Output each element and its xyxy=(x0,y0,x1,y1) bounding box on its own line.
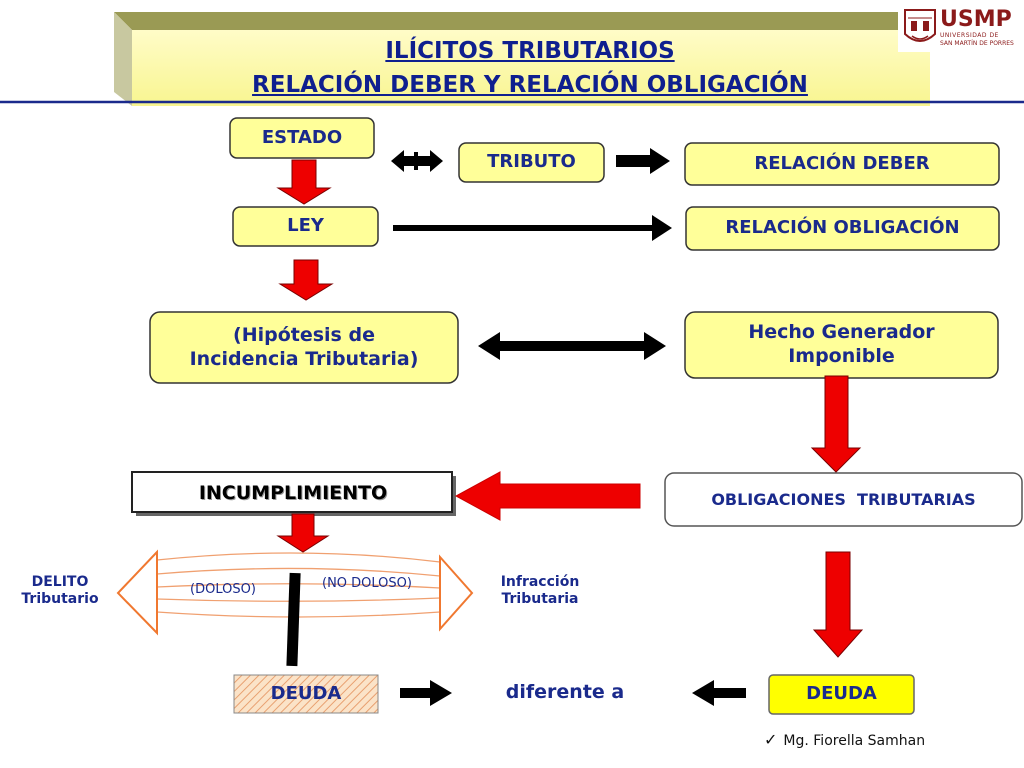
delito-line2: Tributario xyxy=(21,591,99,607)
usmp-logo: USMP UNIVERSIDAD DE SAN MARTÍN DE PORRES xyxy=(940,8,1014,48)
hipotesis-label: (Hipótesis de Incidencia Tributaria) xyxy=(150,312,458,383)
arrow-obligaciones-deuda xyxy=(812,551,864,658)
title-banner xyxy=(114,12,930,106)
arrow-obligaciones-incumplimiento xyxy=(454,471,641,521)
page-title: ILÍCITOS TRIBUTARIOS RELACIÓN DEBER Y RE… xyxy=(252,38,808,98)
infraccion-line2: Tributaria xyxy=(501,591,579,607)
usmp-seal-icon xyxy=(898,4,1022,52)
relacion-deber-box xyxy=(684,142,1000,186)
arrow-estado-ley xyxy=(276,159,332,205)
arrow-deuda-diferente xyxy=(400,680,452,706)
relacion-obligacion-label: RELACIÓN OBLIGACIÓN xyxy=(725,217,960,239)
diferente-label: diferente a xyxy=(505,681,625,704)
delito-label: DELITO Tributario xyxy=(10,568,110,614)
incumplimiento-box xyxy=(131,471,456,516)
infraccion-line1: Infracción xyxy=(500,573,580,590)
arrow-deuda-right-diferente xyxy=(692,680,746,706)
estado-label: ESTADO xyxy=(261,126,343,148)
logo-subtitle-1: UNIVERSIDAD DE xyxy=(940,32,999,39)
logo-subtitle-2: SAN MARTÍN DE PORRES xyxy=(940,40,1014,47)
infraccion-label: Infracción Tributaria xyxy=(485,568,595,614)
deuda-right-label: DEUDA xyxy=(806,683,877,705)
arrow-hipotesis-hecho xyxy=(478,332,666,360)
no-doloso-label: (NO DOLOSO) xyxy=(322,575,412,591)
deuda-left-box xyxy=(233,674,379,714)
signature-text: Mg. Fiorella Samhan xyxy=(783,733,926,749)
hecho-line2: Imponible xyxy=(788,345,895,367)
relacion-deber-label: RELACIÓN DEBER xyxy=(754,152,930,174)
deuda-right-box xyxy=(768,674,915,715)
relacion-obligacion-box xyxy=(685,206,1000,251)
obligaciones-label: OBLIGACIONES TRIBUTARIAS xyxy=(711,489,976,509)
hipotesis-line1: (Hipótesis de xyxy=(233,323,375,346)
logo-name: USMP xyxy=(940,7,1012,32)
obligaciones-box xyxy=(664,472,1023,527)
ley-box xyxy=(232,206,379,247)
arrow-tributo-deber xyxy=(616,148,670,174)
estado-box xyxy=(229,117,375,159)
check-icon: ✓ xyxy=(764,730,778,749)
arrow-ley-obligacion xyxy=(393,215,672,241)
tributo-label: TRIBUTO xyxy=(487,151,576,173)
signature: ✓ Mg. Fiorella Samhan xyxy=(764,730,925,749)
hecho-generador-label: Hecho Generador Imponible xyxy=(685,312,998,378)
delito-line1: DELITO xyxy=(31,573,89,590)
hecho-line1: Hecho Generador xyxy=(748,321,935,344)
ley-label: LEY xyxy=(287,215,324,237)
doloso-label: (DOLOSO) xyxy=(190,581,256,597)
separator-bar xyxy=(286,572,301,667)
hipotesis-box xyxy=(149,311,459,384)
arrow-incumplimiento-down xyxy=(276,513,330,553)
hipotesis-line2: Incidencia Tributaria) xyxy=(189,347,419,370)
deuda-left-label: DEUDA xyxy=(270,682,342,704)
arrow-ley-hipotesis xyxy=(278,259,334,301)
arrow-hecho-obligaciones xyxy=(810,375,862,473)
incumplimiento-label: INCUMPLIMIENTO xyxy=(198,482,388,504)
tributo-box xyxy=(458,142,605,183)
